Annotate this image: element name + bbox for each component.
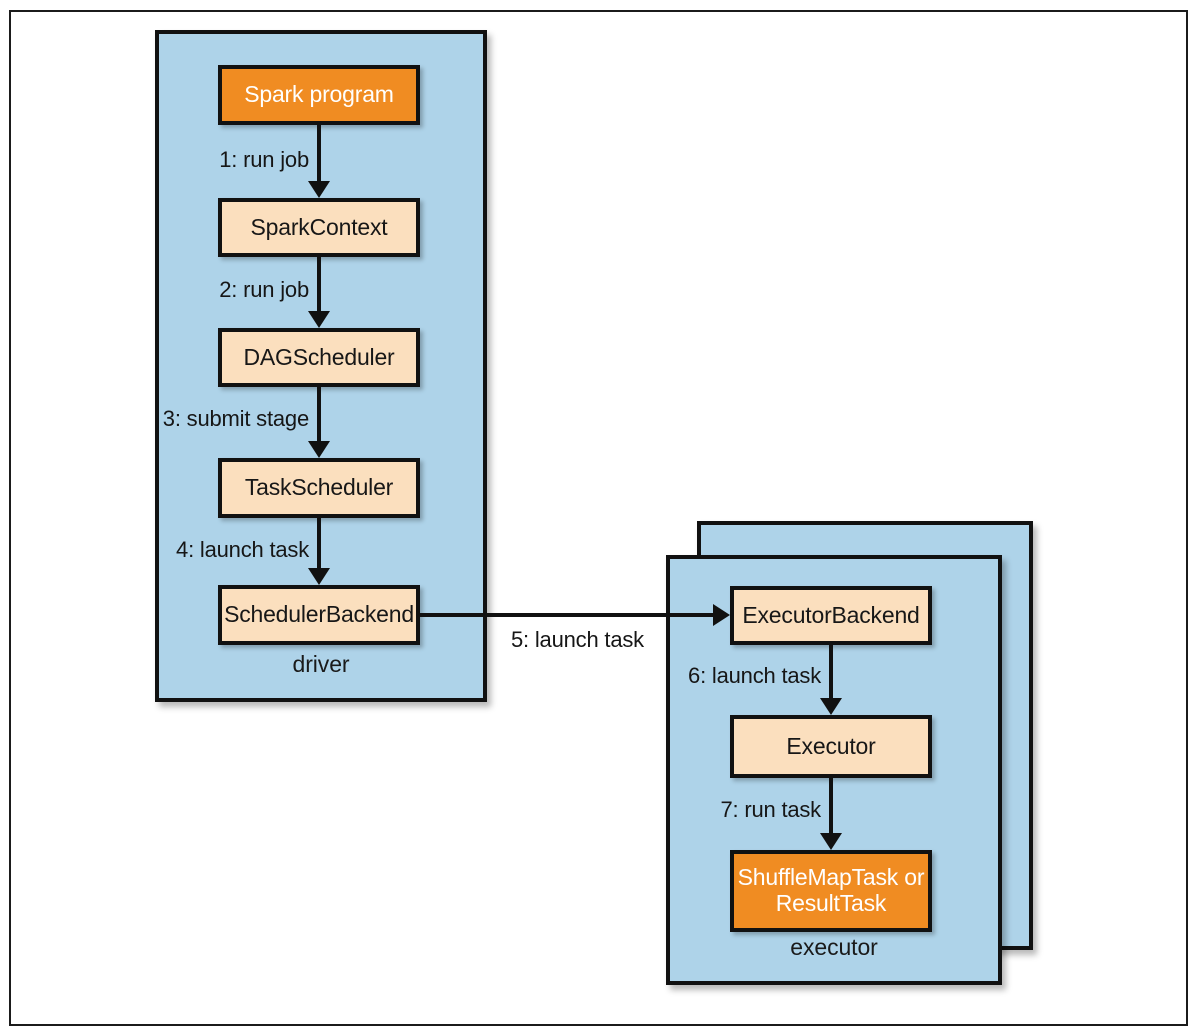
edge-label-3: 3: submit stage — [162, 406, 309, 431]
edge-label-2: 2: run job — [219, 277, 309, 302]
executor-panel-caption: executor — [790, 934, 878, 960]
driver-panel-caption: driver — [292, 651, 350, 677]
edge-label-1: 1: run job — [219, 147, 309, 172]
edge-label-4: 4: launch task — [176, 537, 309, 562]
arrow-shaft-1 — [317, 125, 321, 183]
arrow-shaft-5 — [420, 613, 714, 617]
arrow-shaft-2 — [317, 257, 321, 313]
node-task-line-2: ResultTask — [775, 890, 887, 916]
edge-label-5: 5: launch task — [511, 627, 644, 652]
arrowhead-6 — [820, 698, 842, 715]
node-taskscheduler[interactable]: TaskScheduler — [218, 458, 420, 518]
edge-label-6: 6: launch task — [688, 663, 821, 688]
node-executor[interactable]: Executor — [730, 715, 932, 778]
arrowhead-5 — [713, 604, 730, 626]
node-dagscheduler[interactable]: DAGScheduler — [218, 328, 420, 387]
node-task-line-1: ShuffleMapTask or — [737, 864, 925, 891]
node-schedulerbackend[interactable]: SchedulerBackend — [218, 585, 420, 645]
arrow-shaft-3 — [317, 387, 321, 443]
arrow-shaft-7 — [829, 778, 833, 835]
node-task[interactable]: ShuffleMapTask or ResultTask — [730, 850, 932, 932]
edge-label-7: 7: run task — [720, 797, 821, 822]
arrow-shaft-6 — [829, 645, 833, 700]
arrowhead-4 — [308, 568, 330, 585]
arrowhead-1 — [308, 181, 330, 198]
arrow-shaft-4 — [317, 518, 321, 570]
node-spark-program[interactable]: Spark program — [218, 65, 420, 125]
arrowhead-3 — [308, 441, 330, 458]
arrowhead-7 — [820, 833, 842, 850]
node-executorbackend[interactable]: ExecutorBackend — [730, 586, 932, 645]
node-sparkcontext[interactable]: SparkContext — [218, 198, 420, 257]
arrowhead-2 — [308, 311, 330, 328]
